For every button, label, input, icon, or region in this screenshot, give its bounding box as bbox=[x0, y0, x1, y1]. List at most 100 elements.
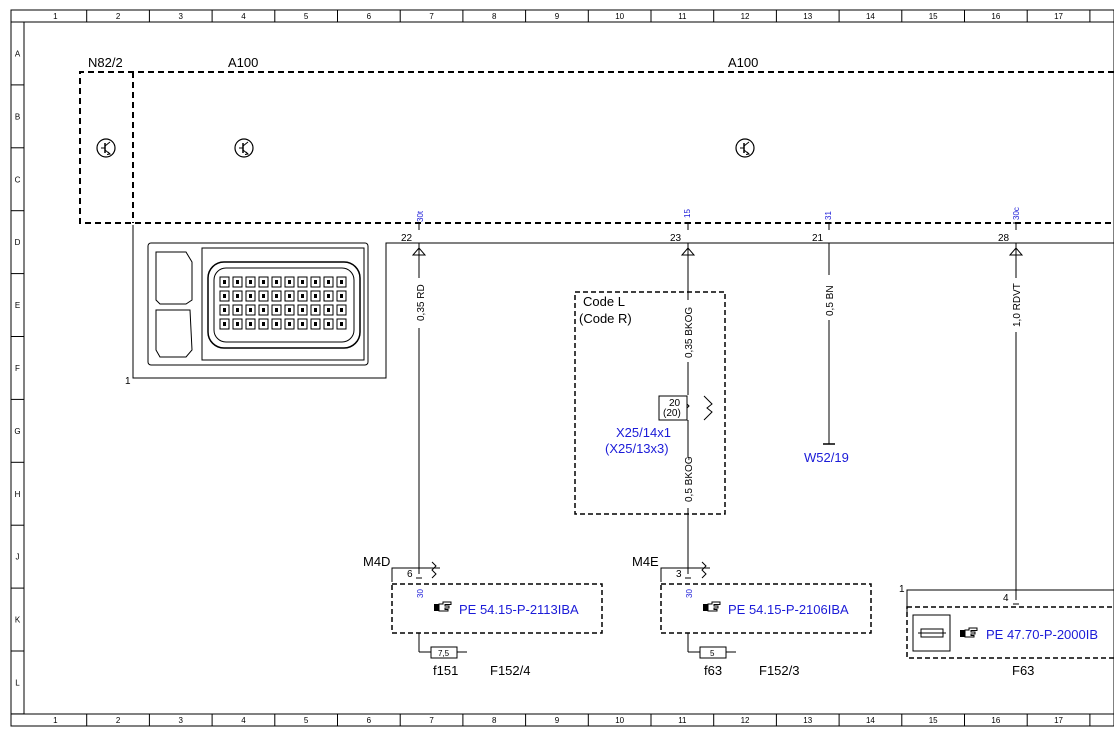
connector-name-alt: (X25/13x3) bbox=[605, 441, 669, 456]
pointing-hand-icon bbox=[433, 601, 452, 612]
reference-link[interactable]: PE 54.15-P-2113IBA bbox=[459, 602, 579, 617]
pin-number: 6 bbox=[407, 569, 413, 580]
pointing-hand-icon bbox=[959, 627, 978, 638]
grid-column-label: 13 bbox=[803, 12, 812, 21]
connector-pin-contact bbox=[275, 294, 278, 298]
wire-label: 1,0 RDVT bbox=[1012, 283, 1023, 327]
connector-pin: 20 bbox=[669, 398, 681, 409]
drawing-frame: 1122334455667788991010111112121313141415… bbox=[10, 9, 1114, 727]
grid-column-label: 14 bbox=[866, 12, 875, 21]
grid-column-label: 2 bbox=[116, 716, 121, 725]
corner-label: 1 bbox=[899, 584, 905, 595]
circuit-pin-22: 22 30t 0,35 RD bbox=[401, 210, 427, 568]
connector-pin-alt: (20) bbox=[663, 408, 681, 419]
grid-column-label: 1 bbox=[53, 12, 58, 21]
pin-terminal: 30t bbox=[416, 210, 425, 222]
connector-pin-contact bbox=[249, 322, 252, 326]
fuse-block-label: F152/3 bbox=[759, 663, 799, 678]
connector-pin-contact bbox=[301, 322, 304, 326]
grid-column-label: 3 bbox=[179, 716, 184, 725]
pin-number: 4 bbox=[1003, 593, 1009, 604]
wire-label: 0,35 RD bbox=[416, 284, 427, 321]
pin-number: 3 bbox=[676, 569, 682, 580]
connector-pin-contact bbox=[314, 308, 317, 312]
connector-pin-contact bbox=[340, 308, 343, 312]
grid-column-label: 5 bbox=[304, 12, 309, 21]
connector-pin-contact bbox=[275, 280, 278, 284]
connector-pin-contact bbox=[223, 322, 226, 326]
f63-box: 1 4 PE 47.70-P-2000IB F63 bbox=[899, 584, 1114, 678]
grid-column-label: 13 bbox=[803, 716, 812, 725]
grid-column-label: 17 bbox=[1054, 12, 1063, 21]
fuse-block-m4e: M4E 3 30 PE 54.15-P-2106IBA 5 f63 F152/3 bbox=[632, 554, 872, 678]
grid-column-label: 11 bbox=[678, 12, 687, 21]
connector-pin-contact bbox=[249, 308, 252, 312]
grid-column-label: 6 bbox=[367, 716, 372, 725]
grid-row-label: K bbox=[15, 616, 21, 625]
connector-pin-contact bbox=[327, 280, 330, 284]
grid-column-label: 15 bbox=[929, 12, 938, 21]
grid-column-label: 12 bbox=[741, 12, 750, 21]
code-label: Code L bbox=[583, 294, 625, 309]
grid-column-label: 17 bbox=[1054, 716, 1063, 725]
grid-column-label: 7 bbox=[429, 716, 434, 725]
grid-column-label: 2 bbox=[116, 12, 121, 21]
connector-pin-contact bbox=[262, 322, 265, 326]
fuse-value: 7,5 bbox=[438, 649, 450, 658]
connector-pin-contact bbox=[327, 322, 330, 326]
reference-link[interactable]: PE 47.70-P-2000IB bbox=[986, 627, 1098, 642]
connector-pin-contact bbox=[236, 308, 239, 312]
grid-column-label: 10 bbox=[615, 716, 624, 725]
grid-column-label: 9 bbox=[555, 12, 560, 21]
connector-name: X25/14x1 bbox=[616, 425, 671, 440]
connector-pin-contact bbox=[314, 294, 317, 298]
pin-terminal: 30 bbox=[416, 589, 425, 598]
grid-row-label: F bbox=[15, 364, 20, 373]
grid-row-label: C bbox=[15, 175, 21, 184]
connector-pin-contact bbox=[223, 294, 226, 298]
ground-label: W52/19 bbox=[804, 450, 849, 465]
grid-column-label: 16 bbox=[991, 12, 1000, 21]
connector-pin-contact bbox=[288, 294, 291, 298]
grid-column-label: 9 bbox=[555, 716, 560, 725]
grid-column-label: 1 bbox=[53, 716, 58, 725]
pin-number: 22 bbox=[401, 233, 413, 244]
connector-pin-contact bbox=[223, 280, 226, 284]
grid-column-label: 11 bbox=[678, 716, 687, 725]
grid-column-label: 4 bbox=[241, 12, 246, 21]
connector-pin-contact bbox=[262, 308, 265, 312]
grid-column-label: 6 bbox=[367, 12, 372, 21]
connector-pin-contact bbox=[262, 294, 265, 298]
code-box: Code L (Code R) 20 (20) X25/14x1 (X25/13… bbox=[574, 291, 726, 515]
connector-pin-contact bbox=[301, 280, 304, 284]
connector-pin-contact bbox=[262, 280, 265, 284]
grid-row-label: H bbox=[15, 490, 21, 499]
transistor-icon bbox=[234, 138, 254, 158]
connector-pin-contact bbox=[301, 308, 304, 312]
connector-pin-contact bbox=[223, 308, 226, 312]
connector-pin-contact bbox=[236, 280, 239, 284]
connector-pin-contact bbox=[288, 280, 291, 284]
grid-column-label: 10 bbox=[615, 12, 624, 21]
connector-housing: 1 bbox=[125, 225, 1114, 387]
grid-row-label: B bbox=[15, 112, 20, 121]
pin-number: 28 bbox=[998, 233, 1010, 244]
a100-label-right: A100 bbox=[728, 55, 758, 70]
grid-row-label: D bbox=[15, 238, 21, 247]
reference-link[interactable]: PE 54.15-P-2106IBA bbox=[728, 602, 849, 617]
connector-ref-label: 1 bbox=[125, 376, 131, 387]
module-boxes: N82/2 A100 A100 bbox=[79, 55, 1114, 224]
grid-column-label: 4 bbox=[241, 716, 246, 725]
connector-pin-contact bbox=[288, 322, 291, 326]
module-label: M4E bbox=[632, 554, 659, 569]
connector-pin-contact bbox=[236, 322, 239, 326]
wire-label: 0,35 BKOG bbox=[684, 307, 695, 358]
fuse-block-m4d: M4D 6 30 PE 54.15-P-2113IBA 7,5 f151 F15… bbox=[363, 554, 603, 678]
connector-pin-contact bbox=[275, 322, 278, 326]
connector-icon bbox=[147, 242, 369, 366]
connector-pin-contact bbox=[275, 308, 278, 312]
n82-2-label: N82/2 bbox=[88, 55, 123, 70]
grid-row-label: G bbox=[14, 427, 20, 436]
circuit-pin-23: 23 15 0,35 BKOG 0,5 BKOG bbox=[670, 209, 696, 568]
